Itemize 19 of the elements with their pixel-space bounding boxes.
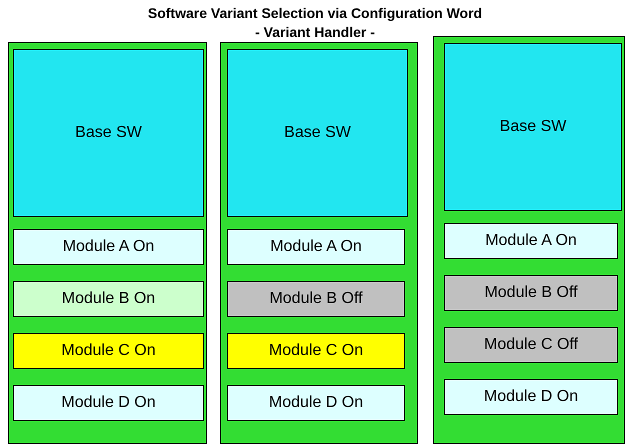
module-box: Module B Off [444, 275, 618, 311]
module-box: Module C Off [444, 327, 618, 363]
column-panel [433, 36, 625, 444]
column-panel [8, 42, 207, 444]
base-software-box: Base SW [444, 43, 622, 211]
module-box: Module D On [13, 385, 204, 421]
base-software-box: Base SW [13, 49, 204, 217]
module-box: Module B Off [227, 281, 405, 317]
module-box: Module A On [444, 223, 618, 259]
module-box: Module A On [13, 229, 204, 265]
base-software-box: Base SW [227, 49, 408, 217]
module-box: Module D On [444, 379, 618, 415]
module-box: Module A On [227, 229, 405, 265]
title: Software Variant Selection via Configuration Word - Variant Handler - [146, 4, 484, 42]
module-box: Module B On [13, 281, 204, 317]
module-box: Module C On [227, 333, 405, 369]
module-box: Module C On [13, 333, 204, 369]
column-panel [220, 42, 418, 444]
module-box: Module D On [227, 385, 405, 421]
